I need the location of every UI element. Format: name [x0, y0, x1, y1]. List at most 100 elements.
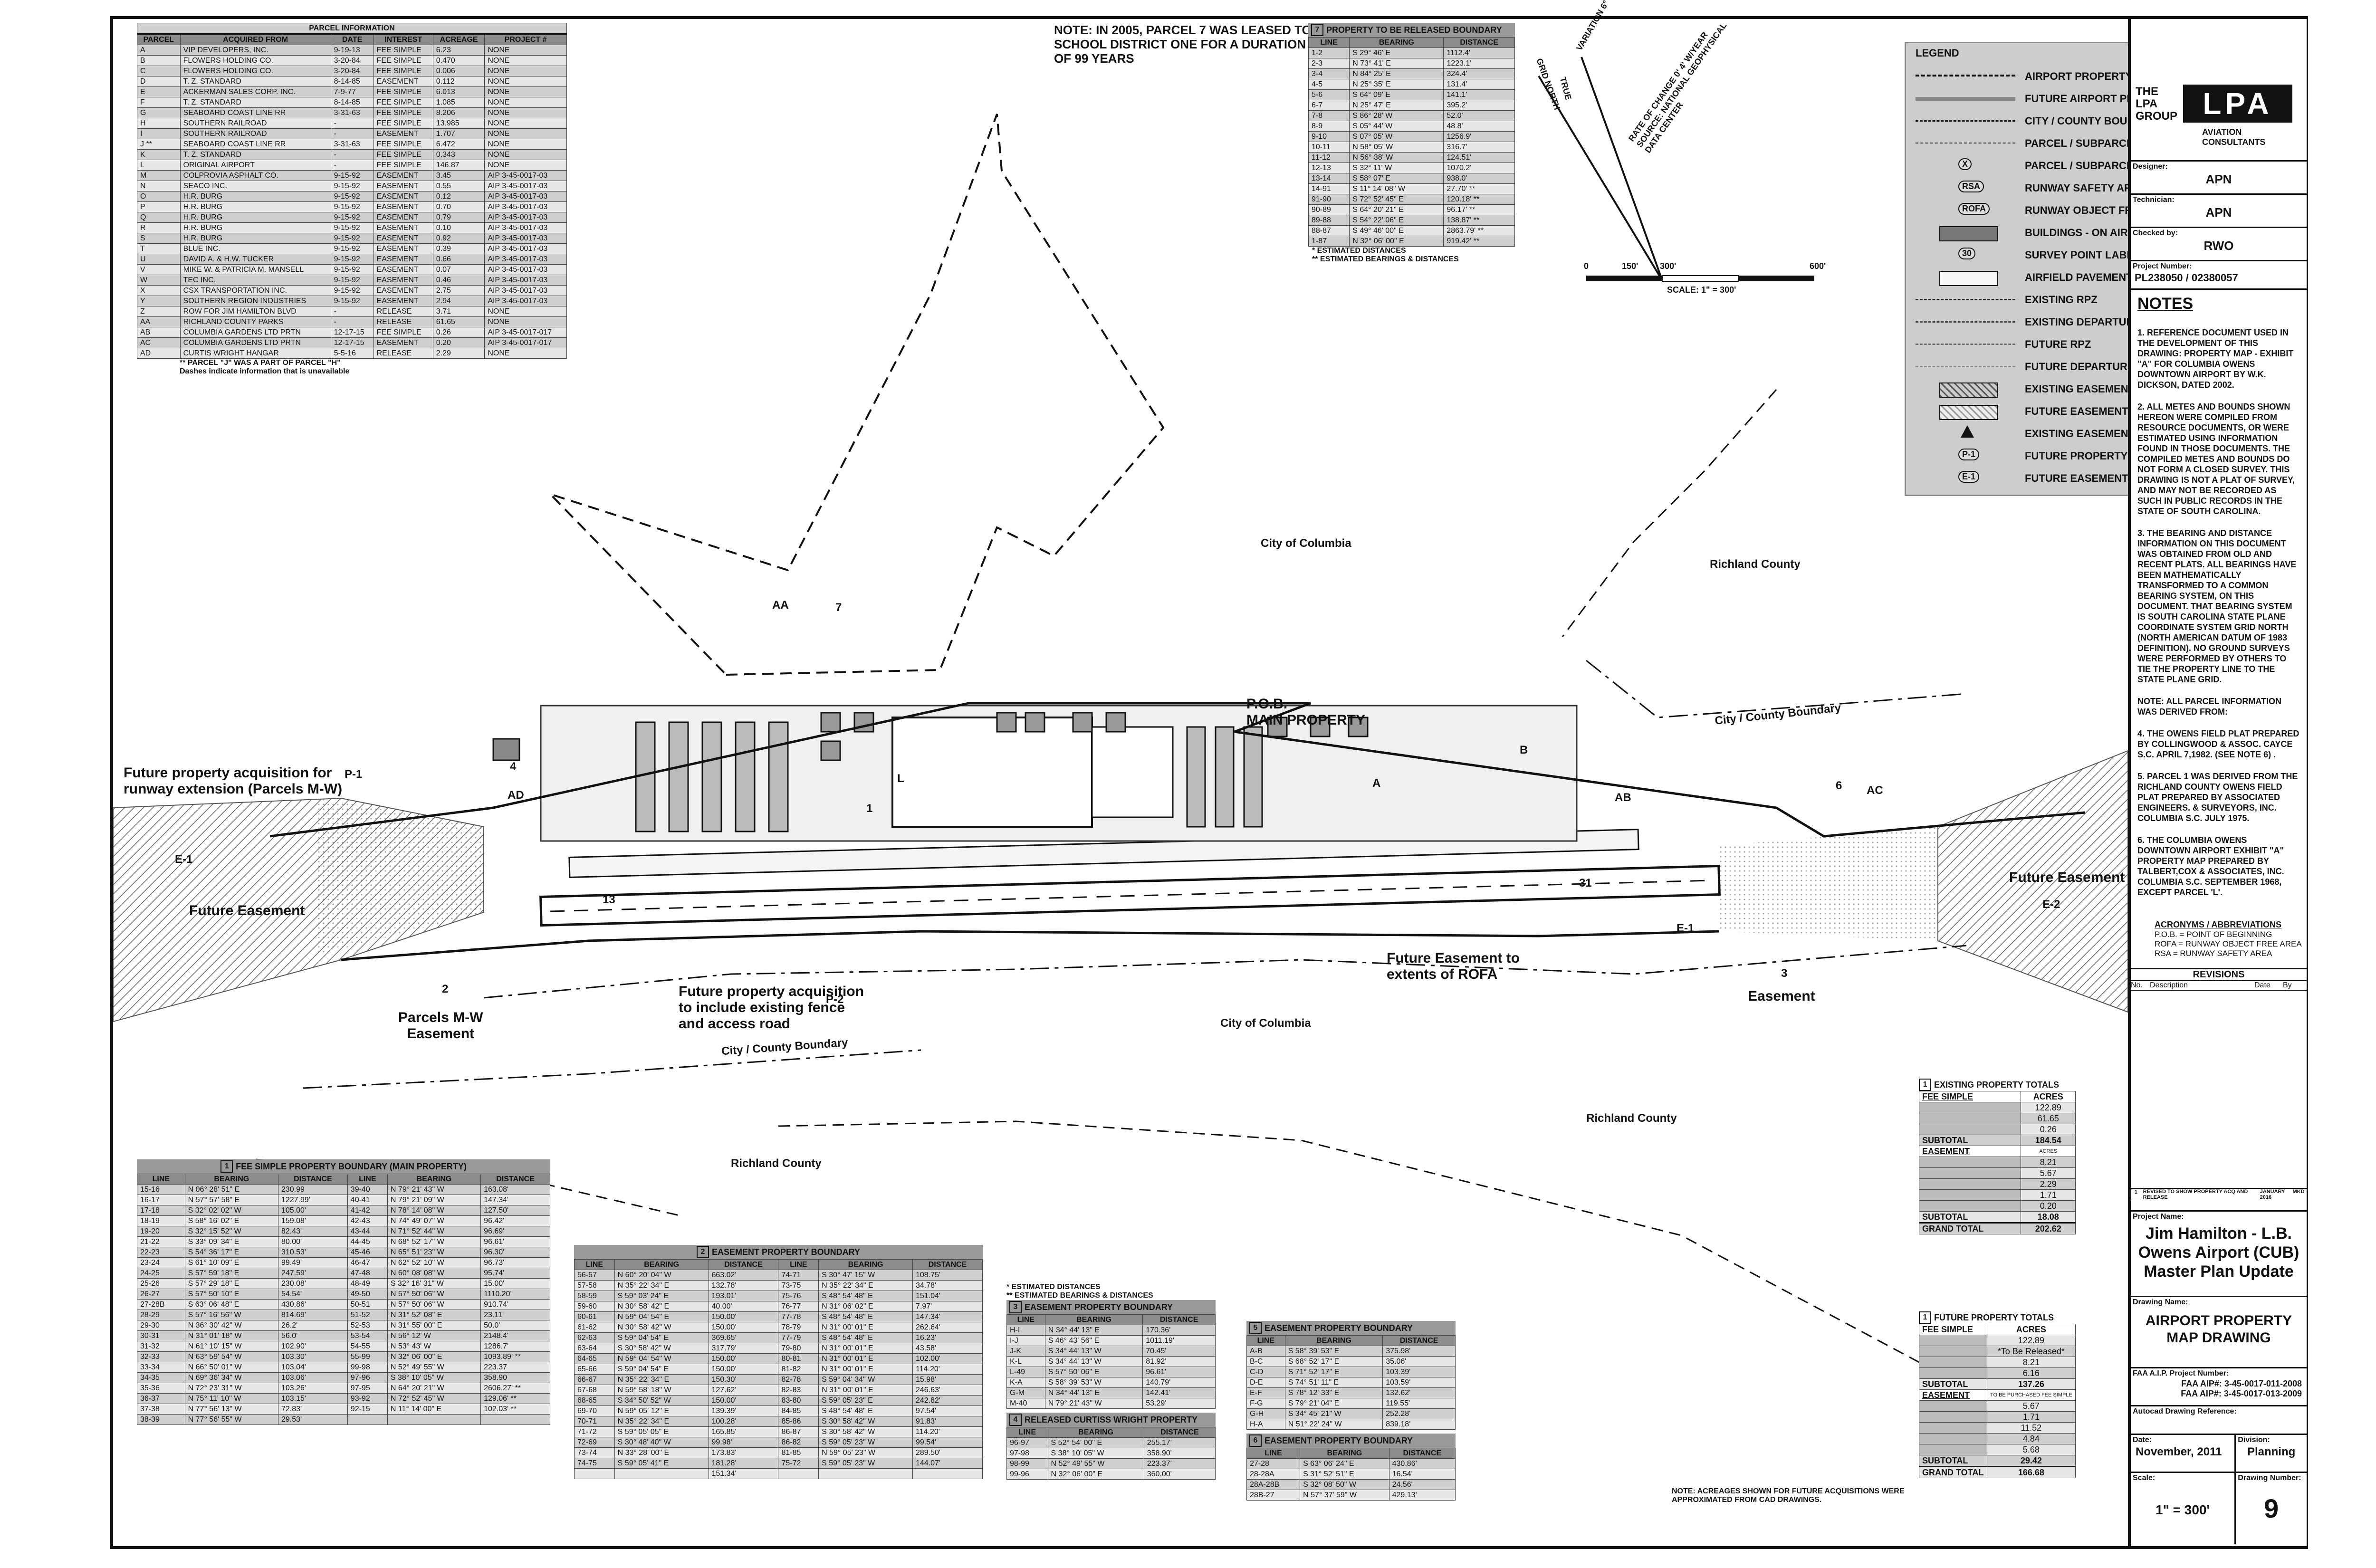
- legend-item: FUTURE RPZ: [1906, 335, 2191, 354]
- fee-row-cell: 17-18: [137, 1205, 185, 1216]
- column-header: BEARING: [818, 1259, 913, 1270]
- fee-row-cell: N 74° 49' 07" W: [387, 1215, 481, 1226]
- parcel-row-cell: NONE: [484, 316, 567, 327]
- totals-row: 4.84: [1919, 1433, 2076, 1444]
- parcel-row-cell: FEE SIMPLE: [373, 66, 433, 76]
- city-county-line-1: [483, 945, 1967, 999]
- parcel-row-cell: 0.70: [432, 201, 485, 212]
- ease-row-cell: S 59° 05' 23" W: [818, 1458, 913, 1469]
- parcel-row-cell: E: [137, 86, 181, 97]
- release-symbol: 7: [1311, 24, 1323, 36]
- acronym-3: RSA = RUNWAY SAFETY AREA: [2155, 949, 2272, 958]
- parcel-row-cell: -: [330, 160, 374, 171]
- parcel-row-cell: 9-15-92: [330, 254, 374, 265]
- fee-row-cell: 223.37: [480, 1362, 550, 1373]
- main-property-line: [269, 702, 2086, 838]
- fee-row-cell: 814.69': [278, 1310, 348, 1320]
- e6-row-cell: S 32° 08' 50" W: [1300, 1479, 1389, 1490]
- legend-item: AIRFIELD PAVEMENT: [1906, 268, 2191, 287]
- parcel-row-cell: H.R. BURG: [180, 233, 331, 244]
- release-row-cell: 52.0': [1443, 110, 1515, 121]
- fee-row-cell: N 65° 51' 23" W: [387, 1247, 481, 1258]
- parcel-row-cell: EASEMENT: [373, 233, 433, 244]
- parcel-row-cell: 0.66: [432, 254, 485, 265]
- fee-row-cell: 159.08': [278, 1215, 348, 1226]
- fee-row-cell: N 68° 52' 17" W: [387, 1236, 481, 1247]
- curtis-row-cell: 53.29': [1142, 1398, 1216, 1409]
- fee-row-cell: 28-29: [137, 1310, 185, 1320]
- totals-row: 5.67: [1919, 1400, 2076, 1412]
- ease-row-cell: S 30° 58' 42" W: [614, 1343, 709, 1354]
- fee-row-cell: N 78° 14' 08" W: [387, 1205, 481, 1216]
- fee-row-cell: 49-50: [347, 1289, 388, 1300]
- ease-row-cell: 108.75': [912, 1270, 983, 1281]
- parcel-row-cell: 3-31-63: [330, 107, 374, 118]
- legend-label: EXISTING EASEMENT: [2025, 383, 2135, 395]
- ease-title: EASEMENT PROPERTY BOUNDARY: [711, 1247, 861, 1257]
- fee-row-cell: 129.06' **: [480, 1393, 550, 1404]
- totals-row: 11.52: [1919, 1422, 2076, 1434]
- release-row-cell: 4-5: [1308, 79, 1350, 90]
- release-row-cell: 7-8: [1308, 110, 1350, 121]
- column-header: BEARING: [184, 1174, 278, 1185]
- technician: APN: [2205, 205, 2232, 220]
- ease-row-cell: 246.63': [912, 1385, 983, 1396]
- legend-label: AIRFIELD PAVEMENT: [2025, 271, 2133, 283]
- release-row-cell: 141.1': [1443, 89, 1515, 100]
- parcel-row-cell: EASEMENT: [373, 285, 433, 296]
- parcel-row-cell: -: [330, 128, 374, 139]
- parcel-row-cell: 12-17-15: [330, 337, 374, 348]
- fee-row-cell: S 32° 02' 02" W: [184, 1205, 278, 1216]
- e5-row-cell: 103.59': [1382, 1377, 1456, 1388]
- fee-row-cell: 29.53': [278, 1414, 348, 1425]
- fee-row-cell: S 38° 10' 05" W: [387, 1372, 481, 1383]
- parcel-row-cell: AIP 3-45-0017-017: [484, 337, 567, 348]
- parcel-row-cell: NONE: [484, 348, 567, 359]
- e6-title: EASEMENT PROPERTY BOUNDARY: [1265, 1435, 1413, 1445]
- checked-label: Checked by:: [2133, 229, 2178, 237]
- rel-col-bearing: BEARING: [1349, 37, 1444, 48]
- parcel-row-cell: 0.470: [432, 55, 485, 66]
- fee-row-cell: N 32° 06' 00" E: [387, 1351, 481, 1362]
- parcel-row-cell: 8.206: [432, 107, 485, 118]
- parcel-row-cell: H.R. BURG: [180, 212, 331, 223]
- fee-row-cell: 19-20: [137, 1226, 185, 1237]
- designer-label: Designer:: [2133, 163, 2168, 171]
- drawing-sheet: City of Columbia Richland County City / …: [110, 0, 2308, 1549]
- fee-row-cell: 22-23: [137, 1247, 185, 1258]
- curtis-row-cell: 96.61': [1142, 1367, 1216, 1377]
- parcel-row-cell: COLUMBIA GARDENS LTD PRTN: [180, 337, 331, 348]
- fee-row-cell: N 64° 20' 21" W: [387, 1383, 481, 1394]
- ease-row-cell: 75-72: [778, 1458, 819, 1469]
- legend-symbol-text: 30: [1958, 248, 1976, 259]
- parcel-row-cell: 0.006: [432, 66, 485, 76]
- ease-row-cell: 57-58: [574, 1280, 615, 1291]
- parcel-row-cell: 9-19-13: [330, 45, 374, 56]
- parcel-row-cell: COLPROVIA ASPHALT CO.: [180, 170, 331, 181]
- ease-row-cell: 150.00': [708, 1395, 779, 1406]
- parcel-row-cell: EASEMENT: [373, 275, 433, 286]
- runway-31: 31: [1579, 877, 1592, 889]
- fee-row-cell: 44-45: [347, 1236, 388, 1247]
- project-box: Project Number: PL238050 / 02380057: [2131, 261, 2307, 290]
- e6-row-cell: 28A-28B: [1246, 1479, 1301, 1490]
- totals-cell: 6.16: [1986, 1367, 2076, 1379]
- parcel-row-cell: 9-15-92: [330, 233, 374, 244]
- fee-row-cell: N 06° 28' 51" E: [184, 1184, 278, 1195]
- parcel-row-cell: NONE: [484, 66, 567, 76]
- fee-row-cell: 310.53': [278, 1247, 348, 1258]
- released-symbol: 4: [1009, 1414, 1022, 1426]
- aip-label: FAA A.I.P. Project Number:: [2133, 1369, 2229, 1377]
